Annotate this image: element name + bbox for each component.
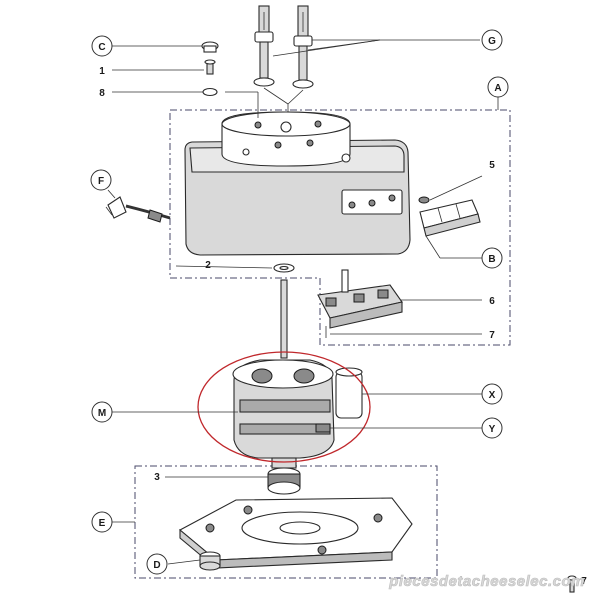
callout-7-lower: 7	[581, 576, 587, 587]
callout-label: E	[99, 518, 106, 529]
callout-C: C	[91, 35, 113, 57]
main-housing	[184, 111, 411, 256]
callout-label: 5	[489, 160, 495, 171]
callout-label: 8	[99, 88, 105, 99]
callout-label: 7	[581, 576, 587, 587]
callout-label: B	[488, 254, 495, 265]
callout-A: A	[487, 76, 509, 98]
callout-Y: Y	[481, 417, 503, 439]
drive-shafts	[253, 5, 314, 120]
knob-and-screw	[201, 41, 219, 97]
group-a-outline	[169, 109, 511, 346]
switch-board	[317, 269, 403, 338]
callout-label: F	[98, 176, 104, 187]
callout-X: X	[481, 383, 503, 405]
rubber-foot	[199, 551, 221, 571]
callout-label: D	[153, 560, 160, 571]
callout-label: G	[488, 36, 496, 47]
motor-highlight-circle	[197, 351, 371, 463]
callout-label: Y	[489, 424, 496, 435]
button-strip	[418, 196, 481, 237]
callout-F: F	[90, 169, 112, 191]
callout-label: C	[98, 42, 105, 53]
watermark-text: piecesdetacheeselec.com	[388, 573, 585, 590]
leader-lines	[107, 39, 499, 565]
power-cord	[105, 196, 171, 223]
callout-3: 3	[154, 472, 160, 483]
callout-label: X	[489, 390, 496, 401]
base-screw	[567, 575, 577, 593]
callout-label: 2	[205, 260, 211, 271]
callout-7-upper: 7	[489, 330, 495, 341]
motor	[232, 359, 363, 469]
callout-label: 3	[154, 472, 160, 483]
callout-1: 1	[99, 66, 105, 77]
callout-E: E	[91, 511, 113, 533]
callout-8: 8	[99, 88, 105, 99]
callout-label: A	[494, 83, 501, 94]
coupling	[267, 467, 301, 495]
callout-label: 1	[99, 66, 105, 77]
callout-5: 5	[489, 160, 495, 171]
shaft-and-washer	[273, 263, 295, 359]
callout-2: 2	[205, 260, 211, 271]
callout-6: 6	[489, 296, 495, 307]
callout-label: 7	[489, 330, 495, 341]
callout-M: M	[91, 401, 113, 423]
callout-label: M	[98, 408, 106, 419]
callout-B: B	[481, 247, 503, 269]
callout-label: 6	[489, 296, 495, 307]
callout-D: D	[146, 553, 168, 575]
callout-G: G	[481, 29, 503, 51]
